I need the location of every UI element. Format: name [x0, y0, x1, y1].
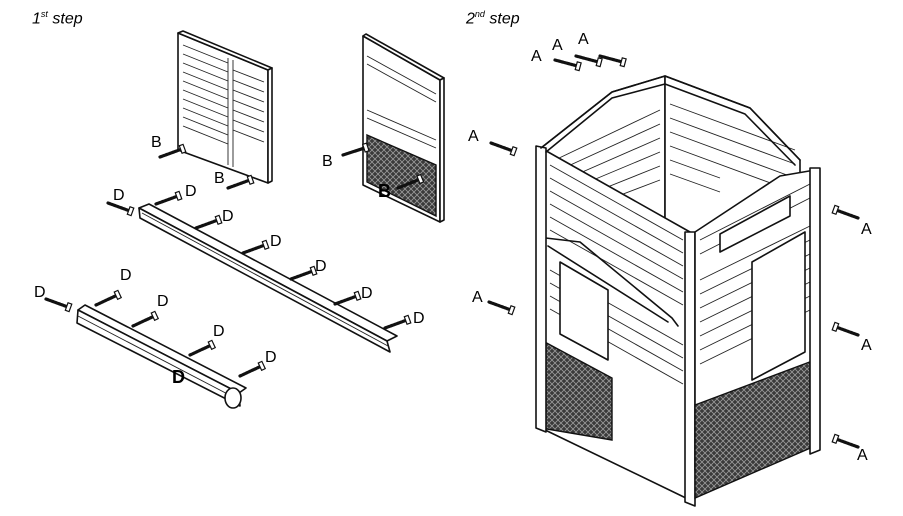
label-d-9: D — [34, 284, 46, 301]
label-d-8: D — [120, 267, 132, 284]
screw-d-7 — [382, 313, 413, 334]
label-d-11: D — [213, 323, 225, 340]
label-d-10: D — [157, 293, 169, 310]
label-d-13: D — [172, 367, 185, 387]
side-panel-louvered — [177, 30, 273, 184]
label-a-2: A — [552, 37, 563, 54]
screw-a-4 — [488, 137, 519, 158]
screw-d-8 — [43, 293, 74, 314]
label-d-2: D — [185, 183, 197, 200]
screw-d-3 — [193, 213, 224, 234]
beam-lower — [76, 304, 247, 409]
label-a-7: A — [861, 337, 872, 354]
screw-b-1 — [157, 142, 188, 163]
label-d-4: D — [270, 233, 282, 250]
label-d-3: D — [222, 208, 234, 225]
screw-a-1 — [552, 54, 583, 73]
beam-upper — [138, 203, 398, 353]
screw-d-10 — [129, 309, 160, 332]
screw-d-11 — [186, 338, 217, 361]
screw-d-12 — [236, 359, 267, 382]
label-b-2: B — [214, 170, 225, 187]
label-a-5: A — [472, 289, 483, 306]
screw-b-2 — [225, 173, 256, 194]
screw-a-5 — [486, 296, 517, 317]
side-panel-mesh — [362, 33, 445, 223]
screw-a-3 — [597, 50, 628, 69]
label-d-5: D — [315, 258, 327, 275]
label-a-3: A — [578, 31, 589, 48]
screw-a-7 — [830, 320, 861, 341]
screw-a-8 — [830, 432, 861, 453]
screw-d-9 — [92, 288, 123, 311]
right-door — [751, 231, 806, 381]
screw-d-4 — [240, 238, 271, 259]
label-d-1: D — [113, 187, 125, 204]
label-d-6: D — [361, 285, 373, 302]
screw-a-6 — [830, 203, 861, 224]
step-2-title: 2nd step — [466, 9, 520, 28]
label-a-8: A — [857, 447, 868, 464]
label-d-12: D — [265, 349, 277, 366]
label-b-3: B — [322, 153, 333, 170]
label-b-1: B — [151, 134, 162, 151]
step-1-title: 1st step — [32, 9, 83, 28]
label-a-4: A — [468, 128, 479, 145]
label-a-6: A — [861, 221, 872, 238]
screw-d-2 — [153, 189, 184, 210]
label-a-1: A — [531, 48, 542, 65]
left-window — [559, 261, 609, 361]
label-b-4: B — [378, 181, 391, 201]
label-d-7: D — [413, 310, 425, 327]
assembled-enclosure — [535, 75, 821, 507]
vent-slot — [719, 195, 791, 253]
